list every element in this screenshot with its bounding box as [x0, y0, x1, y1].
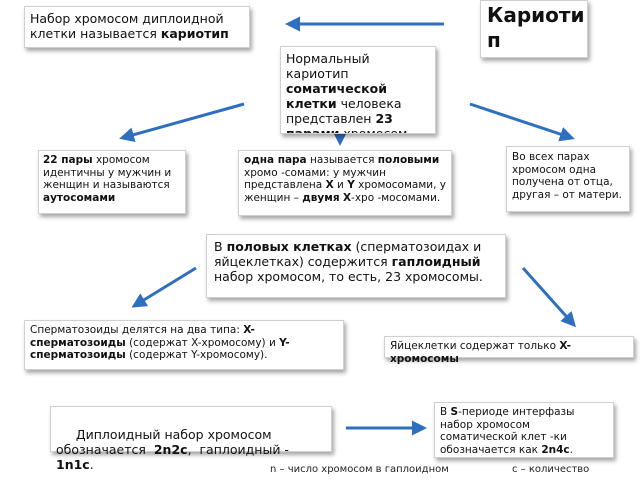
- arrow-normal-to-autosomes: [119, 102, 245, 143]
- autosome-pairs-count: 22 пары: [43, 154, 93, 166]
- diploid-text-1: Диплоидный набор хромосом обозначается: [56, 427, 276, 457]
- normal-karyotype-box: Нормальный кариотип соматической клетки …: [280, 46, 436, 134]
- sex-text-1: называется: [306, 154, 378, 166]
- sex-pair-count: одна пара: [244, 154, 307, 166]
- pairs-origin-text: Во всех парах хромосом одна получена от …: [512, 151, 622, 201]
- x-label-2: X: [342, 191, 352, 204]
- x-label: X: [325, 179, 334, 192]
- diploid-notation-box: Диплоидный набор хромосом обозначается 2…: [50, 406, 332, 472]
- footnote-c: с – количество: [512, 464, 590, 475]
- haploid-term: гаплоидный: [391, 254, 481, 269]
- gametes-box: В половых клетках (сперматозоидах и яйце…: [206, 234, 506, 298]
- s-period-text-1: В: [440, 406, 451, 418]
- x-chromosomes-term: X-хромосомы: [390, 340, 571, 365]
- sperm-text-1: Сперматозоиды делятся на два типа:: [30, 324, 244, 336]
- s-period-formula: 2n4c: [541, 443, 570, 456]
- normal-karyotype-text-1: Нормальный кариотип: [286, 51, 370, 81]
- pairs-count: 23 парами: [286, 111, 393, 134]
- two-term: двумя: [302, 191, 340, 204]
- pairs-origin-box: Во всех парах хромосом одна получена от …: [506, 146, 630, 212]
- sex-text-4: хромосомами, у женщин –: [244, 179, 446, 204]
- karyotype-definition-box: Набор хромосом диплоидной клетки называе…: [24, 6, 250, 48]
- x-sperm-term: X-сперматозоиды: [30, 324, 255, 349]
- sperm-types-box: Сперматозоиды делятся на два типа: X-спе…: [24, 320, 344, 370]
- sex-term: половыми: [377, 154, 440, 166]
- arrow-gametes-to-eggs: [521, 266, 577, 328]
- autosomes-box: 22 пары хромосом идентичны у мужчин и же…: [38, 150, 186, 214]
- sex-cells-term: половых клетках: [226, 239, 352, 254]
- eggs-text: Яйцеклетки содержат только: [390, 340, 560, 352]
- footnote-n: n – число хромосом в гаплоидном: [270, 464, 449, 475]
- y-sperm-term: Y-сперматозоиды: [30, 336, 290, 362]
- gametes-text-1: В: [214, 239, 227, 254]
- sex-text-2: хромо -сомами: у мужчин представлена: [244, 166, 386, 192]
- arrow-normal-to-pairs: [469, 102, 575, 142]
- title-box: Кариоти п: [480, 0, 588, 58]
- gametes-text-3: набор хромосом, то есть, 23 хромосомы.: [214, 269, 483, 284]
- title-line-1: Кариоти: [487, 3, 585, 27]
- y-label: Y: [347, 179, 355, 192]
- title-line-2: п: [487, 28, 501, 52]
- normal-karyotype-text-2: человека представлен: [286, 96, 402, 126]
- s-period-text-3: .: [569, 443, 573, 456]
- s-letter: S: [450, 406, 459, 418]
- sex-text-3: и: [333, 179, 348, 192]
- haploid-formula: 1n1c: [56, 457, 90, 472]
- diploid-text-3: .: [89, 457, 94, 472]
- diploid-text-2: , гаплоидный -: [187, 442, 293, 457]
- sex-chromosomes-box: одна пара называется половыми хромо -сом…: [238, 150, 452, 216]
- sex-text-5: -хро -мосомами.: [351, 191, 441, 204]
- somatic-cell-term: соматической клетки: [286, 81, 387, 111]
- arrow-gametes-to-sperm: [131, 266, 197, 308]
- autosomes-text: хромосом идентичны у мужчин и женщин и н…: [43, 154, 172, 192]
- diploid-formula: 2n2c: [153, 442, 188, 457]
- eggs-box: Яйцеклетки содержат только X-хромосомы: [384, 336, 634, 365]
- sperm-text-2: (содержат X-хромосому) и: [125, 336, 280, 349]
- karyotype-definition-text: Набор хромосом диплоидной клетки называе…: [30, 11, 224, 41]
- karyotype-term: кариотип: [160, 26, 229, 41]
- s-period-text-2: -периоде интерфазы набор хромосом сомати…: [440, 406, 575, 456]
- autosomes-term: аутосомами: [43, 191, 116, 204]
- s-period-box: В S-периоде интерфазы набор хромосом сом…: [434, 402, 614, 458]
- normal-karyotype-text-3: хромосом: [339, 126, 408, 134]
- gametes-text-2: (сперматозоидах и яйцеклетках) содержитс…: [214, 239, 482, 269]
- sperm-text-3: (содержат Y-хромосому).: [125, 349, 268, 362]
